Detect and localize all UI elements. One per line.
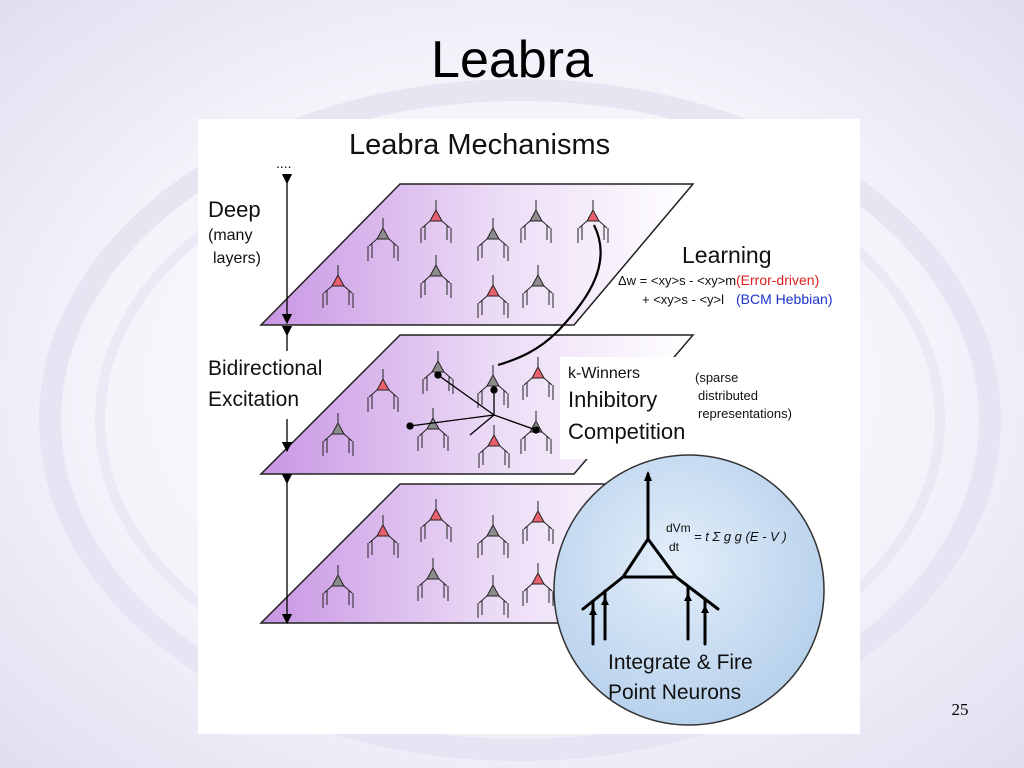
slide-title: Leabra bbox=[431, 31, 593, 89]
neuron-label-line2: Point Neurons bbox=[608, 681, 742, 704]
kwta-line2: Inhibitory bbox=[568, 387, 658, 412]
kwta-line1: k-Winners bbox=[568, 365, 641, 382]
deep-label: Deep bbox=[208, 197, 261, 222]
sparse-note-line2: distributed bbox=[698, 388, 758, 403]
learning-equation-1: Δw = <xy>s - <xy>m bbox=[618, 273, 737, 288]
neuron-units bbox=[322, 200, 609, 618]
bcm-hebbian-label: (BCM Hebbian) bbox=[736, 291, 833, 307]
inactive-neuron bbox=[477, 365, 509, 408]
deep-note-line2: layers) bbox=[213, 250, 262, 267]
neuron-label-line1: Integrate & Fire bbox=[608, 651, 753, 674]
active-neuron bbox=[522, 563, 554, 606]
dendrite-input-arrows bbox=[589, 471, 709, 615]
error-driven-label: (Error-driven) bbox=[736, 272, 820, 288]
inactive-neuron bbox=[417, 558, 449, 601]
kwta-label-box bbox=[560, 357, 700, 459]
active-neuron bbox=[322, 265, 354, 308]
top-layer-plane bbox=[259, 183, 695, 326]
inactive-neuron bbox=[520, 200, 552, 243]
inactive-neuron bbox=[522, 265, 554, 308]
membrane-equation-lhs-top: dVm bbox=[666, 521, 691, 535]
learning-equation-2: + <xy>s - <y>l bbox=[642, 292, 725, 307]
membrane-equation-rhs: = t Σ g g (E - V ) bbox=[694, 529, 787, 544]
inactive-neuron bbox=[477, 575, 509, 618]
inhibitory-connections bbox=[406, 371, 540, 436]
bidirectional-label: Bidirectional bbox=[208, 357, 323, 380]
membrane-equation-lhs-bottom: dt bbox=[669, 540, 680, 554]
inactive-neuron bbox=[322, 565, 354, 608]
active-neuron bbox=[420, 200, 452, 243]
inactive-neuron bbox=[477, 218, 509, 261]
learning-title: Learning bbox=[682, 242, 772, 268]
figure-heading: Leabra Mechanisms bbox=[349, 129, 611, 161]
active-neuron bbox=[367, 369, 399, 412]
sparse-note-line1: (sparse bbox=[695, 370, 739, 385]
active-neuron bbox=[577, 200, 609, 243]
learning-connection-curve bbox=[497, 224, 602, 367]
inactive-neuron bbox=[367, 218, 399, 261]
kwta-line3: Competition bbox=[568, 419, 686, 444]
page-number: 25 bbox=[951, 700, 969, 719]
active-neuron bbox=[420, 499, 452, 542]
inactive-neuron bbox=[477, 515, 509, 558]
active-neuron bbox=[478, 425, 510, 468]
active-neuron bbox=[522, 501, 554, 544]
sparse-note-line3: representations) bbox=[698, 406, 792, 421]
active-neuron bbox=[522, 357, 554, 400]
deep-note-line1: (many bbox=[208, 227, 253, 244]
inactive-neuron bbox=[322, 413, 354, 456]
leabra-mechanisms-figure: Leabra Mechanisms .... Deep (many layers… bbox=[198, 119, 860, 734]
excitation-label: Excitation bbox=[208, 388, 300, 411]
inactive-neuron bbox=[420, 255, 452, 298]
active-neuron bbox=[367, 515, 399, 558]
more-layers-dots: .... bbox=[276, 155, 292, 171]
active-neuron bbox=[477, 275, 509, 318]
